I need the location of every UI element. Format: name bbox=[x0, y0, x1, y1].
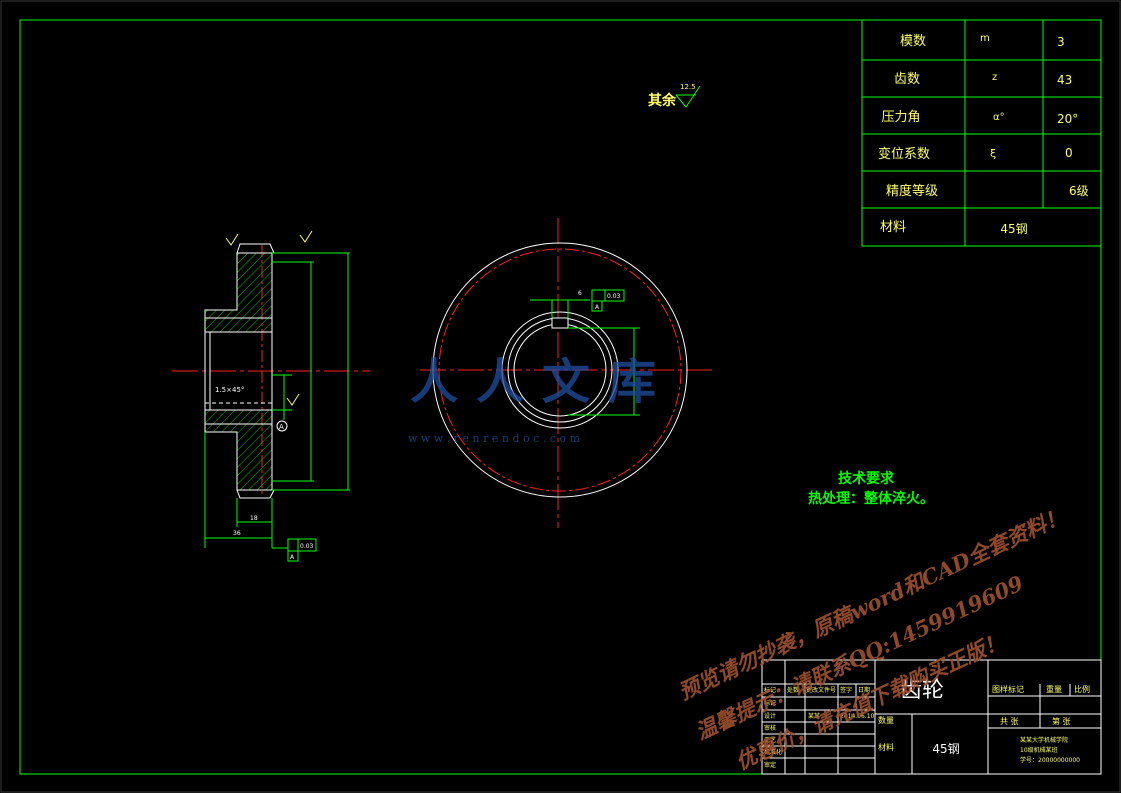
row-label-1: 设计 bbox=[764, 712, 776, 720]
title-block-text: 齿轮 材料 45钢 数量 图样标记 重量 比例 共 张 第 张 某某大学机械学院… bbox=[764, 678, 1090, 769]
sheet-total: 共 张 bbox=[1000, 717, 1019, 726]
chamfer-label: 1.5×45° bbox=[215, 386, 244, 394]
param-name-1: 齿数 bbox=[894, 72, 920, 87]
row-label-2: 审核 bbox=[764, 724, 776, 732]
param-name-3: 变位系数 bbox=[878, 146, 930, 162]
roughness-symbol-icon bbox=[675, 85, 701, 108]
section-tolerance-datum: A bbox=[290, 554, 295, 561]
section-hatch-lower bbox=[204, 409, 273, 491]
weight-label: 重量 bbox=[1046, 684, 1062, 694]
row-label-4: 标准化 bbox=[764, 748, 782, 756]
watermark-logo-text: 人人文库 bbox=[410, 354, 674, 410]
header-cell-1: 处数 bbox=[787, 686, 799, 694]
section-roughness-icon-3 bbox=[286, 393, 300, 406]
hub-circle bbox=[501, 311, 619, 429]
param-value-4: 6级 bbox=[1069, 184, 1089, 198]
drawing-frame bbox=[19, 19, 1102, 775]
param-name-0: 模数 bbox=[900, 34, 926, 49]
section-bore bbox=[204, 331, 273, 411]
design-date: 2014.06.10 bbox=[840, 713, 875, 720]
header-cell-0: 标记 bbox=[764, 686, 776, 694]
surface-roughness-note: 其余 12.5 bbox=[648, 83, 701, 109]
width-dim-label: 18 bbox=[250, 515, 258, 522]
section-view: 1.5×45° 18 36 A 0.03 A bbox=[172, 230, 370, 562]
header-cell-3: 签字 bbox=[840, 686, 852, 694]
section-hatch-upper bbox=[204, 252, 273, 333]
section-roughness-icon-2 bbox=[299, 230, 313, 243]
pitch-circle bbox=[438, 248, 682, 492]
param-name-4: 精度等级 bbox=[886, 183, 938, 199]
param-name-2: 压力角 bbox=[881, 110, 920, 125]
param-value-2: 20° bbox=[1057, 112, 1078, 126]
datum-a-symbol-icon bbox=[276, 420, 288, 432]
keyway bbox=[551, 317, 569, 329]
section-roughness-icon-1 bbox=[225, 233, 239, 246]
roughness-note-value: 12.5 bbox=[680, 83, 696, 91]
param-symbol-2: α° bbox=[993, 112, 1005, 123]
datum-a-label: A bbox=[279, 423, 284, 431]
param-value-0: 3 bbox=[1057, 35, 1065, 49]
title-block bbox=[761, 659, 1102, 775]
section-tolerance-value: 0.03 bbox=[300, 543, 314, 550]
param-symbol-0: m bbox=[980, 33, 990, 44]
header-cell-4: 日期 bbox=[858, 686, 870, 694]
parameter-table-text: 模数 m 3 齿数 z 43 压力角 α° 20° 变位系数 ξ 0 精度等级 … bbox=[878, 33, 1089, 236]
row-label-0: 标记 bbox=[764, 699, 776, 707]
material-value: 45钢 bbox=[932, 742, 959, 756]
section-tolerance-frame bbox=[272, 538, 317, 562]
param-value-3: 0 bbox=[1065, 146, 1073, 160]
class-name: 10级机械某班 bbox=[1020, 746, 1058, 754]
scale-label: 比例 bbox=[1074, 684, 1090, 694]
addendum-circle bbox=[432, 242, 688, 498]
watermark-url: w w w . r e n r e n d o c . c o m bbox=[408, 432, 580, 445]
tech-req-title: 技术要求 bbox=[838, 470, 895, 487]
row-label-3: 工艺 bbox=[764, 736, 776, 744]
front-view: 6 0.03 A bbox=[420, 218, 715, 528]
param-value-1: 43 bbox=[1057, 73, 1072, 87]
header-cell-2: 更改文件号 bbox=[806, 686, 836, 694]
watermark-logo: 人人文库 w w w . r e n r e n d o c . c o m bbox=[408, 354, 674, 445]
school-name: 某某大学机械学院 bbox=[1020, 736, 1068, 744]
tech-req-item-0: 热处理：整体淬火。 bbox=[808, 490, 934, 507]
student-no: 学号：20000000000 bbox=[1020, 756, 1080, 764]
sheet-no: 第 张 bbox=[1052, 716, 1071, 726]
param-value-5: 45钢 bbox=[1000, 222, 1027, 236]
hub-dim-label: 36 bbox=[233, 530, 241, 537]
row-label-5: 审定 bbox=[764, 761, 776, 769]
front-tolerance-value: 0.03 bbox=[607, 293, 621, 300]
part-name: 齿轮 bbox=[900, 678, 944, 703]
param-symbol-3: ξ bbox=[990, 147, 996, 160]
watermark-line-0: 预览请勿抄袭，原稿word和CAD全套资料！ bbox=[675, 503, 1070, 705]
keyway-dim-label: 6 bbox=[578, 290, 582, 297]
front-tolerance-datum: A bbox=[595, 304, 600, 311]
technical-requirements: 技术要求 热处理：整体淬火。 bbox=[808, 470, 934, 507]
designer-name: 某某 bbox=[808, 713, 820, 720]
material-label: 材料 bbox=[878, 742, 894, 752]
roughness-note-label: 其余 bbox=[648, 92, 677, 109]
count-label: 数量 bbox=[878, 715, 894, 725]
stage-label: 图样标记 bbox=[992, 684, 1024, 694]
param-name-5: 材料 bbox=[880, 220, 906, 235]
param-symbol-1: z bbox=[992, 72, 997, 83]
parameter-table bbox=[861, 19, 1102, 247]
